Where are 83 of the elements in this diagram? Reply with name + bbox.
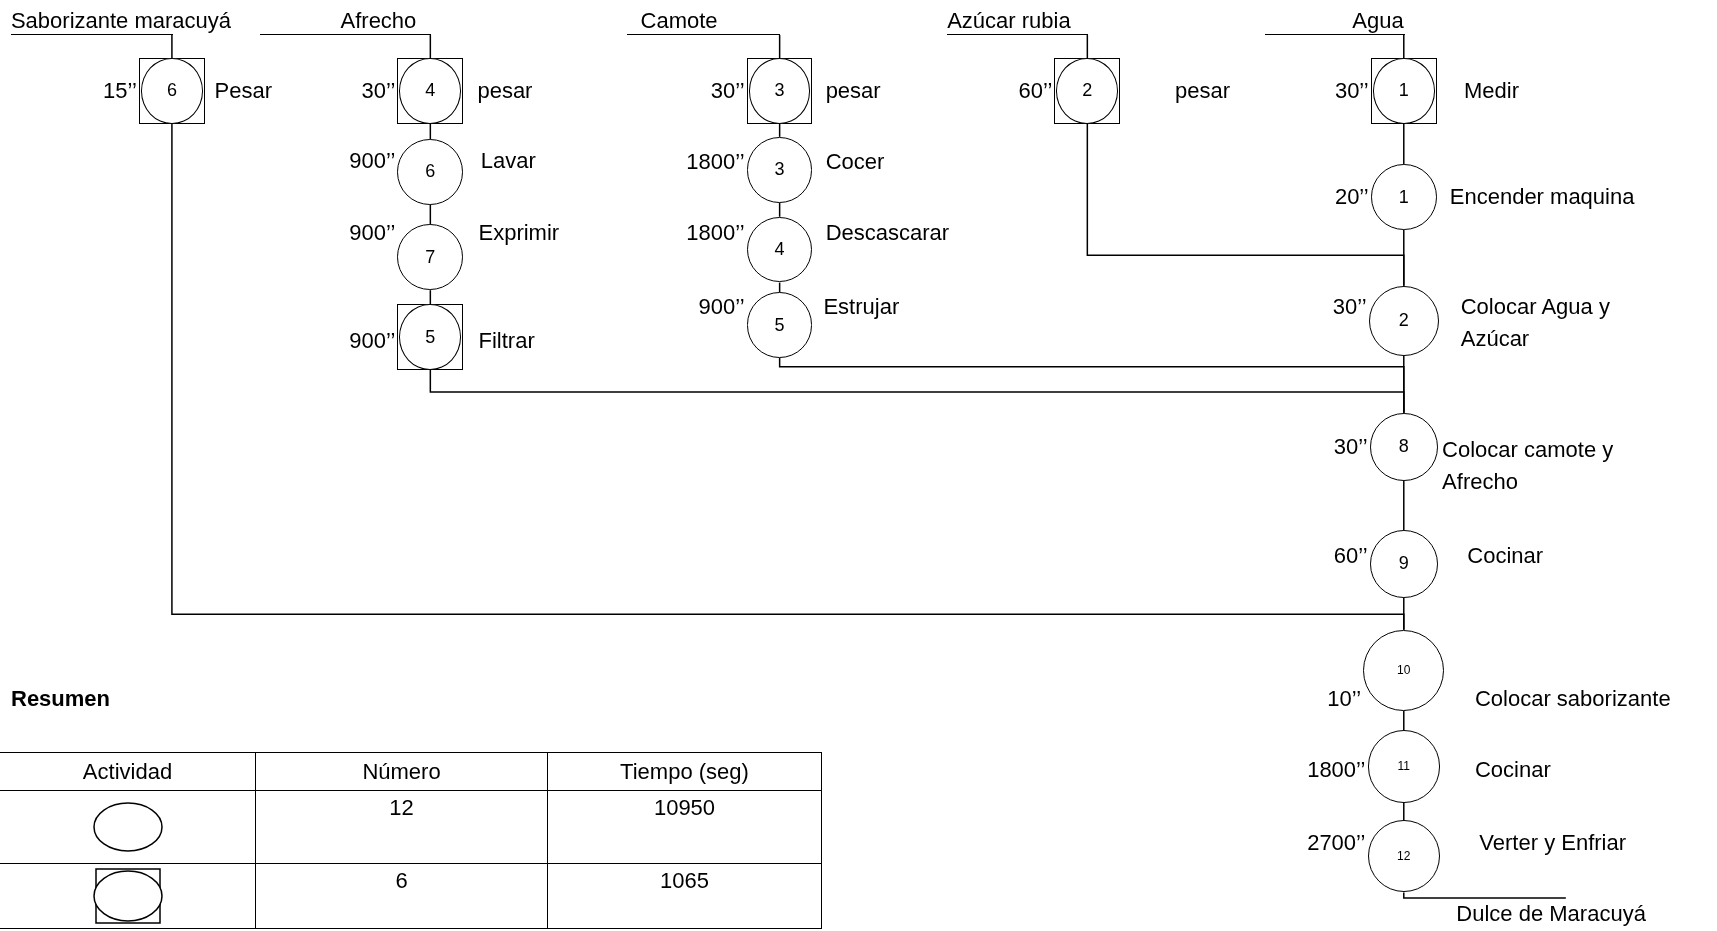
time-label: 1800’’ (1307, 755, 1366, 784)
combined-operation-symbol: 4 (397, 58, 464, 124)
table-header: Tiempo (seg) (620, 758, 749, 785)
time-label: 30’’ (1333, 432, 1368, 461)
time-label: 2700’’ (1307, 829, 1366, 858)
flow-line (429, 369, 1405, 414)
operation-label: Estrujar (823, 292, 900, 321)
time-label: 1800’’ (686, 148, 745, 177)
flow-line (1403, 123, 1405, 165)
operation-label: Colocar camote y Afrecho (1442, 436, 1615, 497)
combined-operation-symbol: 6 (139, 58, 205, 124)
operation-circle: 2 (1368, 285, 1439, 356)
time-label: 30’’ (361, 76, 396, 105)
operation-circle: 9 (1369, 529, 1438, 598)
flow-line (1403, 801, 1405, 821)
operation-label: Medir (1464, 76, 1519, 105)
operation-circle: 1 (1370, 164, 1437, 230)
time-label: 60’’ (1333, 542, 1368, 571)
operation-label: Encender maquina (1449, 183, 1635, 212)
operation-circle: 12 (1367, 820, 1440, 893)
flow-line (778, 34, 781, 59)
table-value: 1065 (660, 868, 709, 894)
table-value: 6 (395, 868, 408, 894)
operation-label: Exprimir (478, 219, 560, 248)
material-label: Azúcar rubia (947, 7, 1088, 36)
operation-label: Colocar saborizante (1474, 684, 1671, 713)
operation-circle: 3 (746, 136, 813, 203)
operation-circle: 7 (397, 224, 464, 291)
operation-label: Colocar Agua y Azúcar (1460, 293, 1611, 353)
operation-label: Cocer (825, 148, 885, 177)
material-label: Camote (627, 7, 780, 36)
material-label: Agua (1264, 7, 1404, 36)
section-heading: Resumen (11, 686, 111, 712)
flow-line (1403, 34, 1405, 59)
operation-label: pesar (1174, 76, 1230, 105)
operation-circle: 8 (1369, 412, 1438, 481)
table-value: 10950 (653, 795, 716, 821)
flow-line (429, 204, 432, 226)
operation-label: Pesar (214, 76, 273, 105)
operation-circle: 11 (1367, 730, 1440, 803)
time-label: 30’’ (1334, 76, 1369, 105)
flow-line (171, 123, 1405, 631)
combined-operation-symbol: 5 (397, 304, 464, 371)
product-label: Dulce de Maracuyá (1456, 899, 1646, 928)
combined-operation-symbol: 1 (1370, 58, 1437, 124)
material-label: Afrecho (259, 7, 431, 36)
time-label: 1800’’ (686, 219, 745, 248)
time-label: 900’’ (349, 219, 396, 248)
time-label: 30’’ (1332, 292, 1367, 321)
table-value: 12 (389, 795, 414, 821)
flow-line (1086, 34, 1089, 59)
flow-line (778, 281, 781, 294)
operation-label: Descascarar (825, 219, 950, 248)
time-label: 20’’ (1334, 183, 1369, 212)
flow-line (1403, 709, 1405, 732)
flow-line (1086, 123, 1405, 287)
operation-label: Lavar (480, 146, 536, 175)
time-label: 60’’ (1018, 76, 1053, 105)
material-label: Saborizante maracuyá (10, 7, 232, 36)
operation-label: Cocinar (1474, 755, 1551, 784)
flow-line (1403, 479, 1405, 531)
time-label: 900’’ (698, 292, 745, 321)
combined-operation-symbol: 2 (1054, 58, 1121, 124)
operation-circle: 10 (1363, 629, 1445, 711)
flow-line (1403, 891, 1567, 899)
operation-label: Verter y Enfriar (1479, 829, 1627, 858)
table-header: Actividad (82, 758, 173, 785)
operation-label: pesar (825, 76, 881, 105)
operation-circle: 5 (746, 292, 813, 359)
time-label: 900’’ (349, 326, 396, 355)
flow-line (429, 34, 432, 59)
time-label: 30’’ (710, 76, 745, 105)
time-label: 15’’ (103, 76, 137, 105)
time-label: 900’’ (349, 146, 396, 175)
table-header: Número (362, 758, 441, 785)
operation-circle: 6 (397, 139, 464, 205)
combined-operation-symbol: 3 (746, 58, 813, 124)
time-label: 10’’ (1327, 684, 1362, 713)
operation-label: Filtrar (478, 326, 535, 355)
operation-label: pesar (477, 76, 533, 105)
flow-line (171, 34, 173, 59)
operation-circle: 4 (746, 216, 813, 283)
operation-label: Cocinar (1467, 542, 1544, 571)
